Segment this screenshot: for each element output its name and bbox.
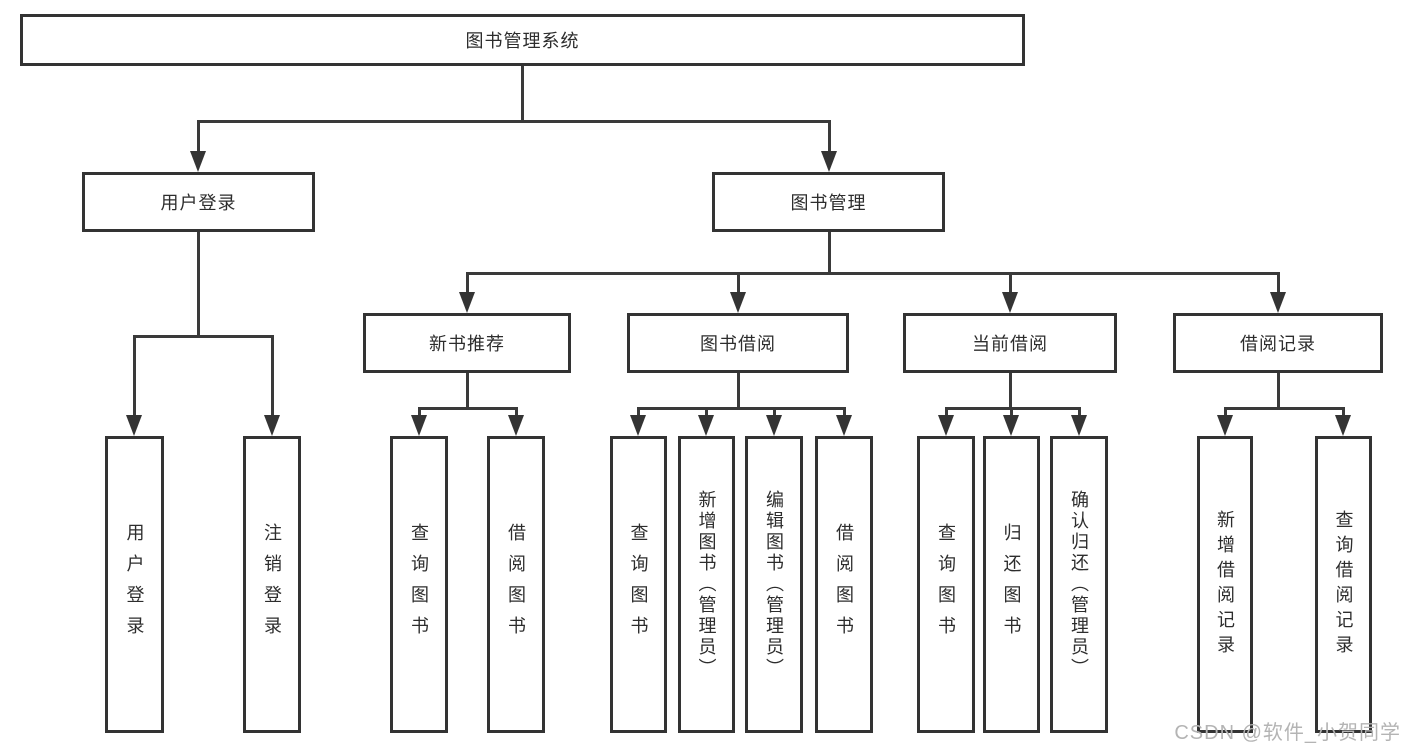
connector-line — [1009, 373, 1012, 409]
arrowhead-icon — [190, 151, 206, 172]
connector-line — [521, 66, 524, 122]
arrowhead-icon — [1003, 415, 1019, 436]
node-label: 用户登录 — [160, 193, 237, 213]
node-label: 图书管理系统 — [465, 31, 580, 51]
connector-line — [637, 407, 845, 410]
connector-line — [637, 407, 640, 417]
arrowhead-icon — [766, 415, 782, 436]
node-user-login: 用户登录 — [82, 172, 315, 232]
connector-line — [271, 335, 274, 417]
arrowhead-icon — [459, 292, 475, 313]
node-label: 新增借阅记录 — [1215, 509, 1235, 660]
leaf-borrow-books: 借阅图书 — [815, 436, 873, 733]
connector-line — [1224, 407, 1344, 410]
arrowhead-icon — [730, 292, 746, 313]
connector-line — [1078, 407, 1081, 417]
connector-line — [418, 407, 421, 417]
arrowhead-icon — [938, 415, 954, 436]
connector-line — [466, 373, 469, 409]
leaf-borrow-books-recommend: 借阅图书 — [487, 436, 545, 733]
arrowhead-icon — [630, 415, 646, 436]
node-book-management: 图书管理 — [712, 172, 945, 232]
arrowhead-icon — [1335, 415, 1351, 436]
connector-line — [466, 272, 1279, 275]
leaf-add-books-admin: 新增图书（管理员） — [678, 436, 735, 733]
leaf-edit-books-admin: 编辑图书（管理员） — [745, 436, 803, 733]
leaf-query-borrow-record: 查询借阅记录 — [1315, 436, 1372, 733]
node-label: 借阅记录 — [1240, 334, 1316, 354]
connector-line — [1010, 407, 1013, 417]
node-label: 注销登录 — [262, 522, 282, 647]
leaf-query-books-current: 查询图书 — [917, 436, 975, 733]
connector-line — [418, 407, 517, 410]
leaf-user-login: 用户登录 — [105, 436, 164, 733]
node-label: 确认归还（管理员） — [1069, 490, 1089, 679]
connector-line — [1342, 407, 1345, 417]
arrowhead-icon — [411, 415, 427, 436]
arrowhead-icon — [698, 415, 714, 436]
arrowhead-icon — [1270, 292, 1286, 313]
connector-line — [945, 407, 948, 417]
node-label: 图书管理 — [790, 193, 867, 213]
leaf-query-books-recommend: 查询图书 — [390, 436, 448, 733]
leaf-logout: 注销登录 — [243, 436, 301, 733]
connector-line — [197, 120, 831, 123]
connector-line — [197, 120, 200, 153]
leaf-add-borrow-record: 新增借阅记录 — [1197, 436, 1253, 733]
connector-line — [828, 232, 831, 274]
node-new-book-recommend: 新书推荐 — [363, 313, 571, 373]
node-label: 新书推荐 — [429, 334, 505, 354]
node-label: 编辑图书（管理员） — [764, 490, 784, 679]
node-label: 查询图书 — [936, 522, 956, 647]
arrowhead-icon — [264, 415, 280, 436]
arrowhead-icon — [836, 415, 852, 436]
connector-line — [737, 272, 740, 294]
arrowhead-icon — [821, 151, 837, 172]
connector-line — [1224, 407, 1227, 417]
arrowhead-icon — [126, 415, 142, 436]
arrowhead-icon — [1071, 415, 1087, 436]
connector-line — [466, 272, 469, 294]
connector-line — [828, 120, 831, 153]
connector-line — [737, 373, 740, 409]
node-borrow-records: 借阅记录 — [1173, 313, 1383, 373]
connector-line — [197, 232, 200, 337]
connector-line — [1009, 272, 1012, 294]
connector-line — [705, 407, 708, 417]
leaf-query-books-borrow: 查询图书 — [610, 436, 667, 733]
node-current-borrow: 当前借阅 — [903, 313, 1117, 373]
node-label: 图书借阅 — [700, 334, 776, 354]
connector-line — [1277, 272, 1280, 294]
connector-line — [843, 407, 846, 417]
node-label: 查询图书 — [628, 522, 649, 647]
node-label: 用户登录 — [124, 522, 145, 647]
node-library-system: 图书管理系统 — [20, 14, 1025, 66]
connector-line — [133, 335, 273, 338]
node-label: 借阅图书 — [506, 522, 526, 647]
node-label: 查询图书 — [409, 522, 429, 647]
node-label: 当前借阅 — [972, 334, 1048, 354]
arrowhead-icon — [1002, 292, 1018, 313]
connector-line — [515, 407, 518, 417]
arrowhead-icon — [1217, 415, 1233, 436]
connector-line — [1277, 373, 1280, 409]
node-label: 新增图书（管理员） — [696, 490, 717, 679]
arrowhead-icon — [508, 415, 524, 436]
connector-line — [133, 335, 136, 417]
connector-line — [773, 407, 776, 417]
node-label: 借阅图书 — [834, 522, 854, 647]
node-label: 归还图书 — [1001, 522, 1022, 647]
leaf-confirm-return-admin: 确认归还（管理员） — [1050, 436, 1108, 733]
leaf-return-books: 归还图书 — [983, 436, 1040, 733]
csdn-watermark: CSDN @软件_小贺同学 — [1174, 722, 1401, 744]
node-label: 查询借阅记录 — [1333, 509, 1354, 660]
node-book-borrow: 图书借阅 — [627, 313, 849, 373]
